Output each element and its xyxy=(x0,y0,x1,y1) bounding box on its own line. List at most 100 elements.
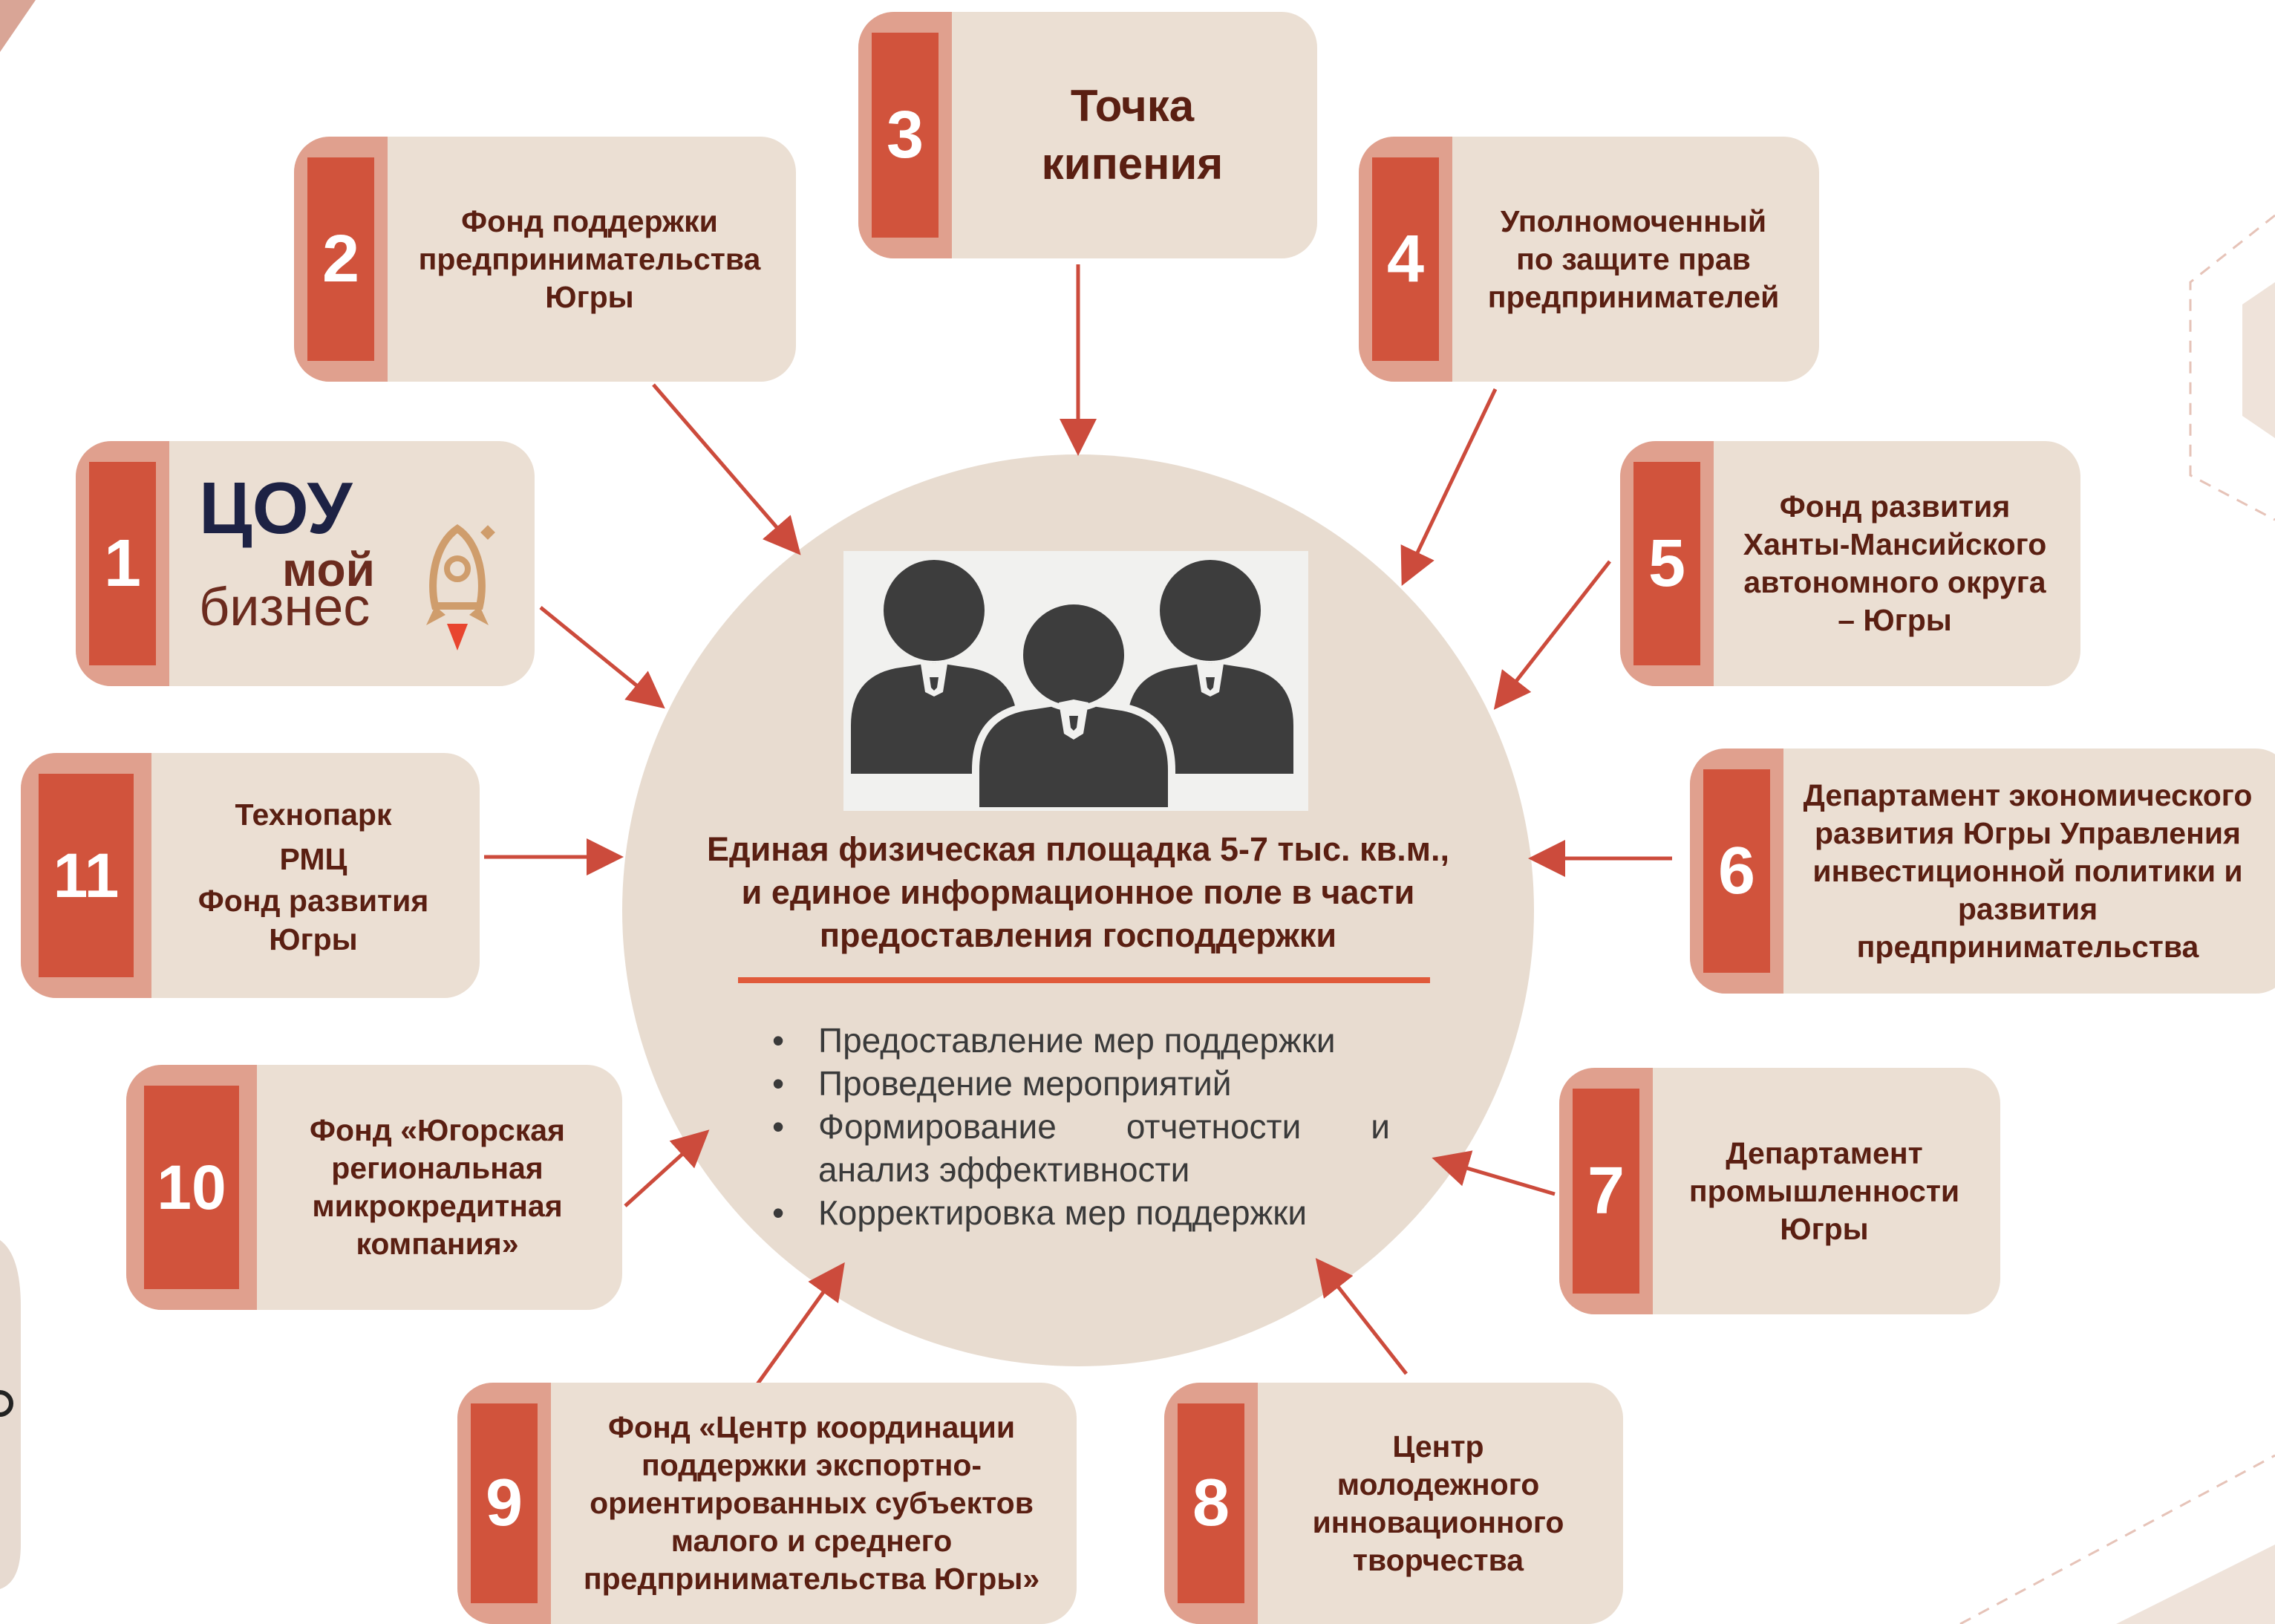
card-label-line: Центр xyxy=(1392,1429,1484,1464)
card-label: Фонд развития Ханты-Мансийского автономн… xyxy=(1724,441,2066,686)
card-label: Департамент промышленности Югры xyxy=(1663,1068,1985,1314)
card-6: 6 Департамент экономического развития Юг… xyxy=(1690,749,2275,994)
card-number-strip: 10 xyxy=(126,1065,257,1310)
card-number: 11 xyxy=(39,774,134,977)
card-label-line: автономного округа xyxy=(1743,565,2046,599)
card-label: Департамент экономического развития Югры… xyxy=(1786,749,2269,994)
card-label-line: региональная xyxy=(331,1151,544,1185)
card-label-line: Уполномоченный xyxy=(1500,203,1767,238)
card-number: 4 xyxy=(1372,157,1439,361)
arrow-from-card-5 xyxy=(1493,560,1611,710)
card-number: 10 xyxy=(144,1086,239,1289)
card-label-line: микрокредитная xyxy=(312,1189,563,1223)
card-number-strip: 7 xyxy=(1559,1068,1653,1314)
card-label-line: инновационного xyxy=(1312,1504,1564,1539)
card-label-line: Югры xyxy=(269,922,358,956)
card-label-line: промышленности xyxy=(1688,1173,1960,1208)
card-label-line: малого и среднего xyxy=(670,1524,953,1558)
card-label-line: – Югры xyxy=(1838,603,1952,637)
card-label-line: Фонд «Центр координации xyxy=(607,1410,1016,1444)
card-label: Фонд «Югорская региональная микрокредитн… xyxy=(267,1065,607,1310)
card-10: 10 Фонд «Югорская региональная микрокред… xyxy=(126,1065,622,1310)
card-label-line: Технопарк xyxy=(235,798,392,832)
card-label-line: Департамент xyxy=(1726,1135,1923,1170)
card-label-line: Точка xyxy=(1070,81,1195,131)
card-label-line: Фонд поддержки xyxy=(461,203,718,238)
card-label-line: Фонд развития xyxy=(198,884,429,918)
card-label-line: предпринимательства xyxy=(1856,929,2199,964)
card-number-strip: 9 xyxy=(457,1383,551,1624)
card-number-strip: 4 xyxy=(1359,137,1452,382)
card-label-line: ориентированных субъектов xyxy=(590,1486,1034,1520)
card-label-line: кипения xyxy=(1041,139,1224,189)
hub-bullet-marker: • xyxy=(772,1064,785,1103)
card-label-line: развития xyxy=(1957,891,2098,926)
hub-title-line: Единая физическая площадка 5-7 тыс. кв.м… xyxy=(706,830,1450,868)
card-number-strip: 5 xyxy=(1620,441,1714,686)
bottom-triangle-decor xyxy=(2116,1545,2275,1624)
card-number: 1 xyxy=(89,462,156,665)
arrow-from-card-4 xyxy=(1400,388,1498,587)
arrow-from-card-10 xyxy=(624,1129,710,1207)
card-label: Технопарк РМЦ Фонд развития Югры xyxy=(162,753,465,998)
card-label: Центр молодежного инновационного творчес… xyxy=(1268,1383,1608,1624)
card-number-strip: 2 xyxy=(294,137,388,382)
card-label: Фонд поддержки предпринимательства Югры xyxy=(398,137,781,382)
hub-bullet: Предоставление мер поддержки xyxy=(818,1021,1336,1060)
dashed-line-decor xyxy=(1959,1454,2275,1624)
card-number: 5 xyxy=(1633,462,1700,665)
hub-title: Единая физическая площадка 5-7 тыс. кв.м… xyxy=(653,828,1503,957)
arrow-from-card-1 xyxy=(539,606,665,709)
hub-bullet: Корректировка мер поддержки xyxy=(818,1193,1308,1232)
card-number-strip: 1 xyxy=(76,441,169,686)
card-number: 6 xyxy=(1703,769,1770,973)
card-8: 8 Центр молодежного инновационного творч… xyxy=(1164,1383,1623,1624)
hub-bullet-marker: • xyxy=(772,1193,785,1232)
card-label-line: поддержки экспортно- xyxy=(641,1448,982,1482)
arrow-from-card-7 xyxy=(1432,1150,1556,1196)
card-label-line: по защите прав xyxy=(1516,241,1751,276)
card-9: 9 Фонд «Центр координации поддержки эксп… xyxy=(457,1383,1077,1624)
card-number: 3 xyxy=(872,33,939,238)
card-number-strip: 3 xyxy=(858,12,952,258)
card-number: 7 xyxy=(1573,1089,1639,1294)
left-edge-card-decor xyxy=(0,1240,21,1589)
card-label-line: предпринимательства xyxy=(418,241,761,276)
card-4: 4 Уполномоченный по защите прав предприн… xyxy=(1359,137,1819,382)
hub-bullet: Проведение мероприятий xyxy=(818,1064,1232,1103)
card-label-line: Югры xyxy=(545,279,634,314)
left-edge-glyph-decor xyxy=(0,1390,13,1417)
card-label-line: инвестиционной политики и xyxy=(1812,853,2243,888)
hub-bullet-marker: • xyxy=(772,1021,785,1060)
hub-divider xyxy=(738,977,1430,983)
card-label-line: Ханты-Мансийского xyxy=(1743,527,2047,561)
card-label-line: предпринимательства Югры» xyxy=(583,1562,1040,1596)
card-number-strip: 11 xyxy=(21,753,151,998)
card-number: 2 xyxy=(307,157,374,361)
hub-title-line: предоставления господдержки xyxy=(819,916,1337,954)
card-number: 9 xyxy=(471,1403,538,1603)
card-5: 5 Фонд развития Ханты-Мансийского автоно… xyxy=(1620,441,2080,686)
logo-biznes: бизнес xyxy=(199,578,371,637)
card-2: 2 Фонд поддержки предпринимательства Югр… xyxy=(294,137,796,382)
hexagon-fill-decor xyxy=(2242,282,2275,438)
arrow-from-card-9 xyxy=(755,1262,845,1386)
card-11: 11 Технопарк РМЦ Фонд развития Югры xyxy=(21,753,480,998)
hub-bullet-marker: • xyxy=(772,1107,785,1146)
card-7: 7 Департамент промышленности Югры xyxy=(1559,1068,2000,1314)
card-number: 8 xyxy=(1178,1403,1244,1603)
card-label-line: Югры xyxy=(1780,1211,1869,1246)
logo-tsou: ЦОУ xyxy=(199,467,353,549)
card-label-line: творчества xyxy=(1352,1542,1524,1577)
arrow-from-card-2 xyxy=(652,383,801,555)
card-label-line: Фонд «Югорская xyxy=(310,1113,565,1147)
logo-moy: мой xyxy=(282,543,375,596)
card-label-line: Департамент экономического xyxy=(1803,777,2253,812)
card-3: 3 Точка кипения xyxy=(858,12,1317,258)
business-people-icon xyxy=(843,551,1308,815)
card-number-strip: 8 xyxy=(1164,1383,1258,1624)
rocket-icon xyxy=(426,524,495,650)
corner-triangle-decor xyxy=(0,0,36,52)
